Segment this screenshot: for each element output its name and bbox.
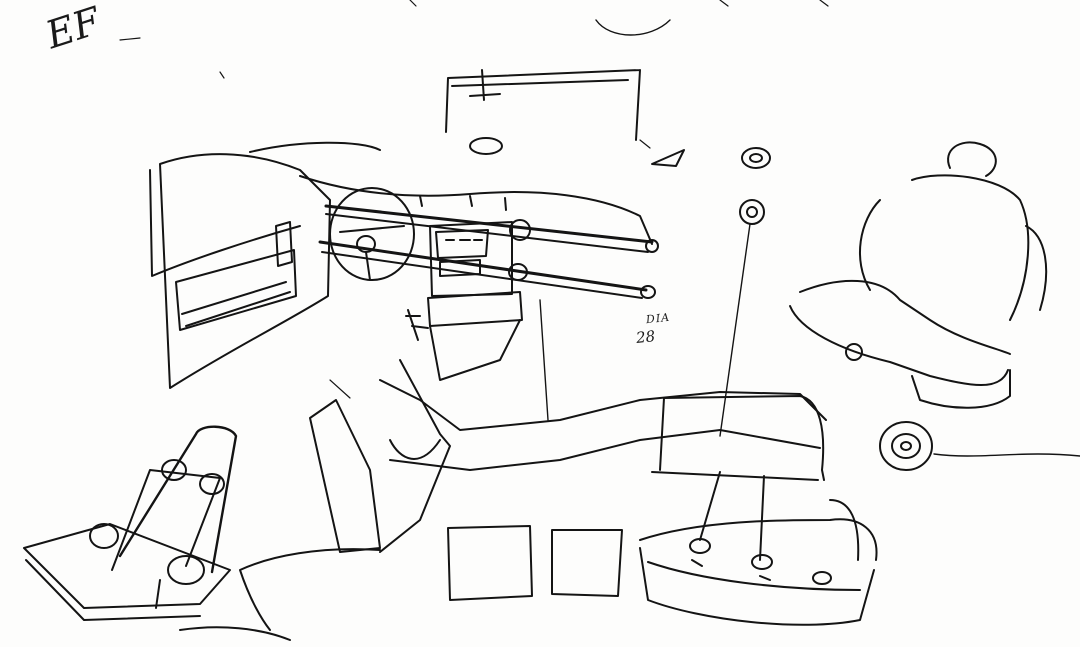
bucket-seat-with-headrest-icon bbox=[789, 141, 1048, 409]
door-panel-icon bbox=[149, 153, 331, 389]
tube-frame-seat-icon bbox=[23, 425, 238, 621]
side-bolster-seat-icon bbox=[179, 359, 623, 641]
steering-wheel-icon bbox=[329, 187, 429, 341]
overhead-frame-icon bbox=[445, 19, 671, 155]
speaker-ring-icon bbox=[651, 147, 771, 437]
diameter-label: DIA bbox=[645, 310, 671, 327]
center-console-icon bbox=[427, 221, 523, 381]
round-speaker-icon bbox=[879, 421, 1080, 471]
floor-tunnel-icon bbox=[379, 299, 827, 471]
diameter-value: 28 bbox=[635, 327, 656, 347]
bench-seat-icon bbox=[639, 395, 878, 626]
